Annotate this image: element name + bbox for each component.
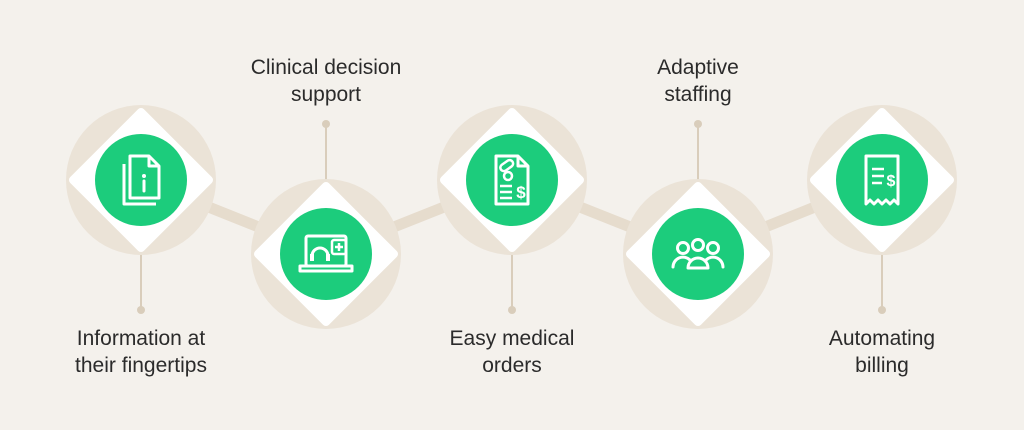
step-label-line: support: [290, 83, 362, 106]
step-icon-circle: [836, 134, 928, 226]
icon-stroke: [298, 264, 354, 273]
receipt-dollar-icon: $: [864, 154, 900, 206]
icon-stroke: [676, 241, 690, 255]
stem-dot: [322, 120, 330, 128]
icon-stroke: [704, 255, 725, 269]
step-label-line: Automating: [828, 327, 936, 350]
step-label-automating-billing: Automating billing: [772, 325, 992, 379]
step-node: [254, 182, 398, 326]
icon-stroke: [310, 246, 330, 257]
step-label-adaptive-staffing: Adaptive staffing: [588, 54, 808, 108]
icon-fill: [310, 254, 314, 261]
icon-stroke: [128, 154, 161, 200]
stem-dot: [137, 306, 145, 314]
laptop-headset-medical-icon: [298, 234, 354, 273]
icon-stroke: [147, 156, 159, 168]
step-label-line: billing: [855, 354, 909, 377]
step-label-line: Information at: [76, 327, 206, 350]
step-node: $: [810, 108, 954, 252]
stem-dot: [694, 120, 702, 128]
prescription-bill-icon: $: [494, 154, 530, 206]
step-label-line: Adaptive: [657, 56, 739, 79]
icon-stroke: [864, 154, 900, 206]
step-icon-circle: [652, 208, 744, 300]
step-label-clinical-decision: Clinical decision support: [216, 54, 436, 108]
team-group-icon: [671, 238, 725, 270]
step-node: [69, 108, 213, 252]
icon-stroke: [671, 255, 692, 269]
icon-stroke: [706, 241, 720, 255]
step-icon-circle: [466, 134, 558, 226]
label-stems: [137, 120, 886, 314]
step-node: [626, 182, 770, 326]
icon-stroke: [330, 238, 348, 256]
step-nodes: $$: [69, 108, 954, 326]
icon-stroke: [502, 170, 514, 182]
step-label-medical-orders: Easy medical orders: [402, 325, 622, 379]
icon-fill: [326, 254, 330, 261]
step-node: $: [440, 108, 584, 252]
icon-stroke: [499, 158, 515, 173]
icon-stroke: [516, 156, 528, 168]
step-icon-circle: [95, 134, 187, 226]
stem-dot: [508, 306, 516, 314]
step-label-line: Easy medical: [449, 327, 575, 350]
step-label-line: staffing: [664, 83, 732, 106]
icon-stroke: [686, 256, 710, 270]
stem-dot: [878, 306, 886, 314]
step-label-line: orders: [482, 354, 542, 377]
icon-stroke: [122, 164, 156, 206]
icon-stroke: [691, 238, 705, 252]
dollar-glyph: $: [516, 183, 526, 202]
dollar-glyph: $: [887, 173, 896, 190]
icon-stroke: [494, 154, 530, 206]
document-info-icon: [122, 154, 161, 206]
icon-dot: [142, 174, 146, 178]
step-label-information: Information at their fingertips: [31, 325, 251, 379]
step-label-line: Clinical decision: [250, 56, 402, 79]
step-label-line: their fingertips: [75, 354, 207, 377]
